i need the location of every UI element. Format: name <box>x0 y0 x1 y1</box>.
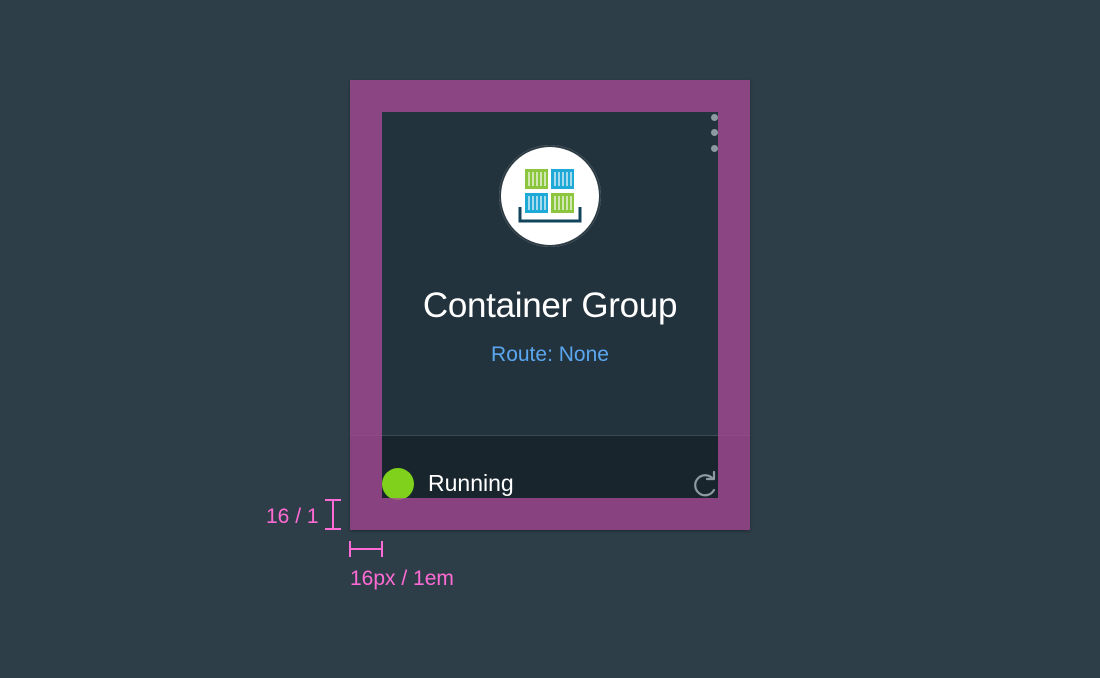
horizontal-spacing-marker <box>349 541 383 557</box>
container-base <box>518 207 582 223</box>
horizontal-spacing-label: 16px / 1em <box>350 567 454 590</box>
tile-icon-circle <box>499 145 601 247</box>
restart-icon[interactable] <box>690 470 720 500</box>
status-label: Running <box>428 470 514 496</box>
status-running-indicator <box>382 468 414 500</box>
tile-route[interactable]: Route: None <box>491 343 609 366</box>
container-group-icon <box>518 169 582 223</box>
container-stripes <box>528 172 572 210</box>
vertical-spacing-marker <box>325 499 341 530</box>
vertical-spacing-label: 16 / 1 <box>266 505 319 528</box>
tile-title: Container Group <box>422 286 678 325</box>
kebab-menu-icon[interactable] <box>706 112 722 156</box>
